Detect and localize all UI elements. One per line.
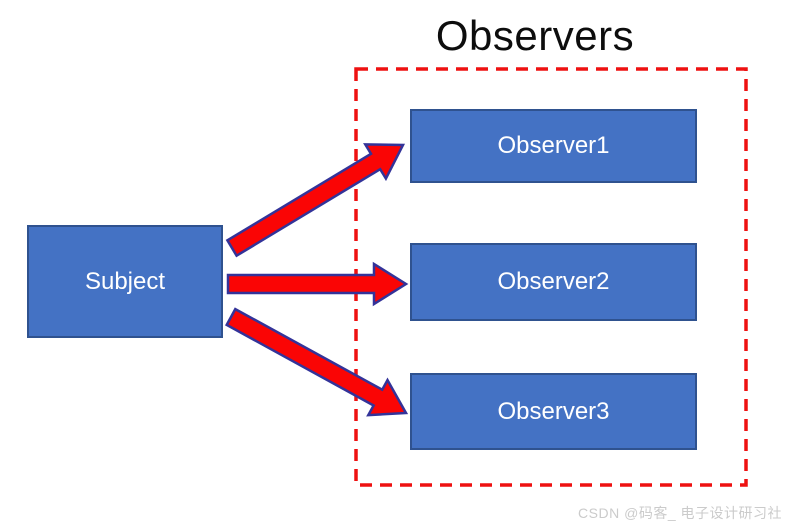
subject-node: Subject [27,225,223,338]
observer3-node: Observer3 [410,373,697,450]
observer3-node-label: Observer3 [497,397,610,425]
observer2-node: Observer2 [410,243,697,321]
arrow-subject-to-observer3 [225,307,409,417]
observer2-node-label: Observer2 [497,268,610,295]
observer1-node: Observer1 [410,109,697,183]
observer1-node-label: Observer1 [497,132,610,159]
subject-node-label: Subject [84,267,166,295]
arrow-subject-to-observer2 [226,261,409,307]
diagram-title: Observers [435,12,635,59]
arrow-subject-to-observer1 [225,143,406,258]
csdn-watermark: CSDN @码客_ 电子设计研习社 [578,505,782,521]
